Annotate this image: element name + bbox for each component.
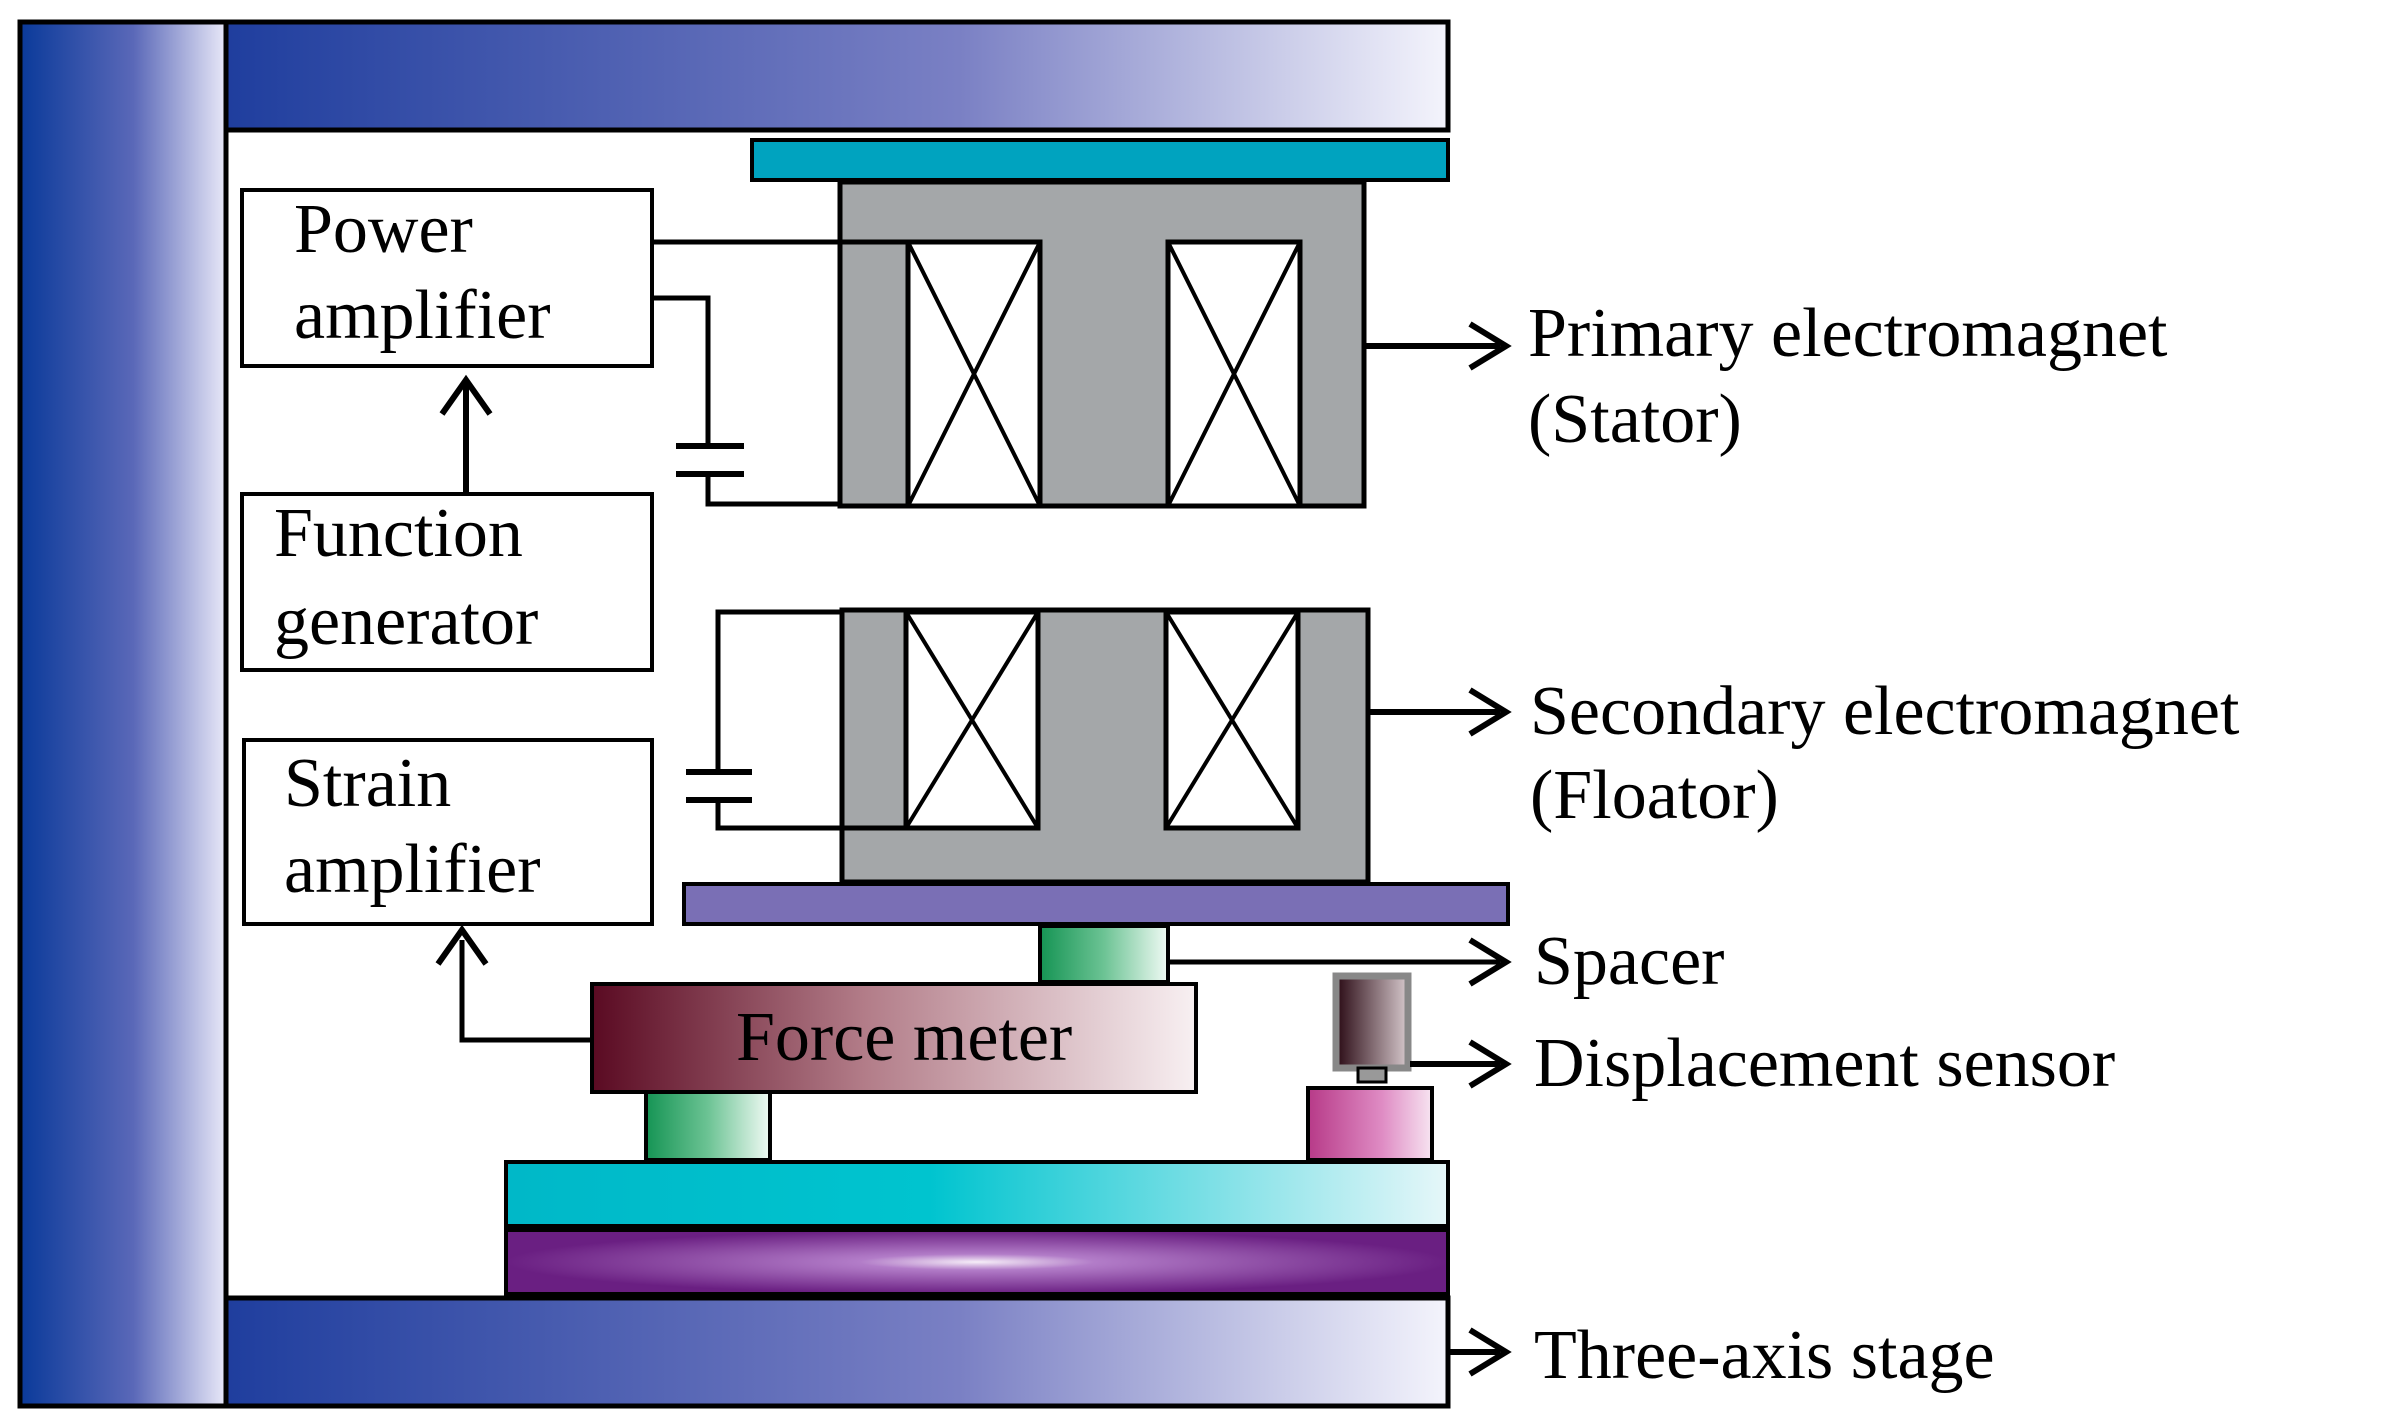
secondary-electromagnet-sublabel: (Floator) [1530, 757, 1779, 834]
lower-spacer [644, 1090, 772, 1162]
frame-top-beam [223, 19, 1451, 133]
force-meter [590, 982, 1198, 1094]
stator-mount-plate [750, 138, 1450, 182]
power-amplifier-box [240, 188, 654, 368]
three-axis-stage-label: Three-axis stage [1534, 1317, 1995, 1394]
power-amplifier-label-line2: amplifier [294, 277, 551, 354]
force-meter-label: Force meter [736, 999, 1072, 1076]
frame-bottom-beam [223, 1295, 1451, 1409]
displacement-sensor-label: Displacement sensor [1534, 1025, 2115, 1102]
upper-spacer [1038, 924, 1170, 984]
strain-amplifier-box [242, 738, 654, 926]
floator-coil-right [1163, 609, 1301, 831]
primary-electromagnet-label: Primary electromagnet [1528, 295, 2168, 372]
floator-coil-left [903, 609, 1041, 831]
strain-amplifier-label-line2: amplifier [284, 831, 541, 908]
secondary-electromagnet-label: Secondary electromagnet [1530, 673, 2240, 750]
function-generator-box [240, 492, 654, 672]
displacement-sensor [1306, 972, 1434, 1162]
wiring [435, 239, 908, 1043]
function-generator-label-line1: Function [274, 495, 523, 572]
callout-arrows [1168, 321, 1512, 1377]
stage-base-plate [504, 1228, 1450, 1296]
strain-amplifier-label-line1: Strain [284, 745, 451, 822]
frame-left-column [17, 19, 229, 1409]
stator-coil-left [905, 239, 1043, 509]
support-frame [17, 19, 1451, 1409]
stage-top-plate [504, 1160, 1450, 1228]
primary-electromagnet-sublabel: (Stator) [1528, 381, 1742, 458]
function-generator-label-line2: generator [274, 583, 538, 660]
three-axis-stage [504, 1160, 1450, 1296]
floator-plate [682, 882, 1510, 926]
sensor-target-block [1306, 1086, 1434, 1162]
secondary-electromagnet [682, 607, 1510, 926]
power-amplifier-label-line1: Power [294, 191, 473, 268]
spacer-label: Spacer [1534, 923, 1724, 1000]
stator-coil-right [1165, 239, 1303, 509]
primary-electromagnet [750, 138, 1450, 509]
